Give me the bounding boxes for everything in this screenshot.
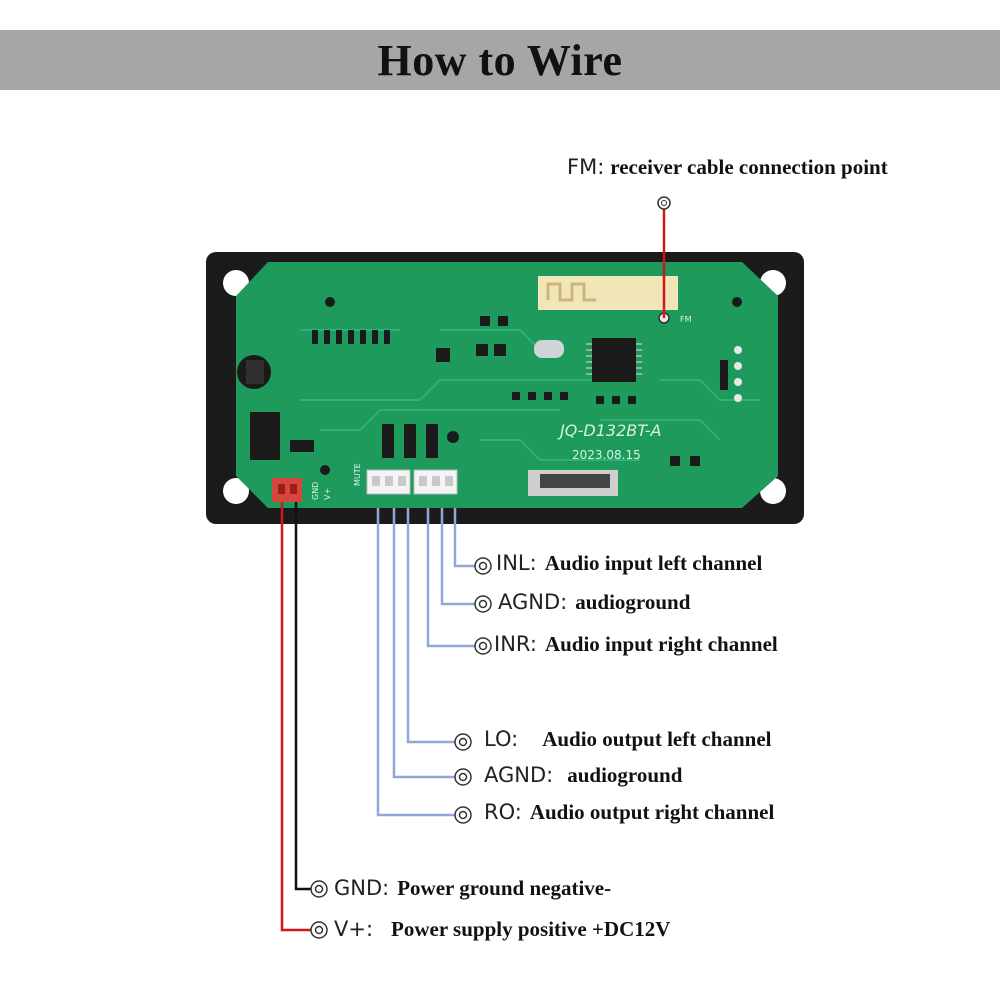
pin-code: INR: [494, 632, 537, 656]
pin-label-agnd-out: AGND: audioground [484, 763, 682, 788]
pin-code: AGND: [498, 590, 568, 614]
mute-label: MUTE [353, 463, 362, 486]
pcb-board [236, 262, 778, 508]
wire-lo [406, 508, 456, 744]
fm-desc: receiver cable connection point [610, 155, 888, 179]
pin-label-inr: INR: Audio input right channel [494, 632, 778, 657]
power-desc: Power supply positive +DC12V [391, 917, 671, 941]
fm-terminal [657, 196, 671, 210]
pin-desc: Audio output right channel [529, 800, 775, 824]
pin-label-ro: RO: Audio output right channel [484, 800, 774, 825]
gnd-silk-label: GND [311, 482, 320, 500]
pin-code: INL: [496, 551, 537, 575]
mount-hole [223, 478, 249, 504]
pin-desc: audioground [575, 590, 691, 614]
pin-label-inl: INL: Audio input left channel [496, 551, 762, 576]
main-chip [592, 338, 636, 382]
board-model: JQ-D132BT-A [557, 421, 661, 440]
power-connector [272, 478, 302, 502]
power-desc: Power ground negative- [397, 876, 612, 900]
power-label-gnd: GND: Power ground negative- [334, 876, 611, 901]
power-label-vplus: V+: Power supply positive +DC12V [334, 917, 670, 942]
pin-desc: Audio input right channel [544, 632, 778, 656]
title-bar: How to Wire [0, 30, 1000, 90]
regulator [250, 412, 280, 460]
pin-desc: audioground [567, 763, 683, 787]
pin-code: RO: [484, 800, 522, 824]
fm-label: FM: receiver cable connection point [567, 155, 888, 180]
wire-vplus [280, 502, 312, 932]
fm-silk-label: FM [680, 315, 692, 324]
crystal [534, 340, 564, 358]
power-code: GND: [334, 876, 390, 900]
board-date: 2023.08.15 [572, 448, 641, 462]
wire-ro [376, 508, 456, 817]
pin-code: AGND: [484, 763, 554, 787]
pin-desc: Audio output left channel [542, 727, 772, 751]
pin-desc: Audio input left channel [544, 551, 763, 575]
wire-gnd [294, 502, 312, 891]
pin-label-agnd-in: AGND: audioground [498, 590, 690, 615]
fm-code: FM: [567, 155, 605, 179]
wire-inr [426, 508, 476, 648]
wire-inl [453, 508, 476, 568]
wire-agnd-in [440, 508, 476, 606]
power-code: V+: [334, 917, 374, 941]
pin-code: LO: [484, 727, 519, 751]
vplus-silk-label: V+ [323, 488, 332, 500]
pin-label-lo: LO: Audio output left channel [484, 727, 771, 752]
page-title: How to Wire [377, 35, 623, 85]
wire-agnd-out [392, 508, 456, 779]
